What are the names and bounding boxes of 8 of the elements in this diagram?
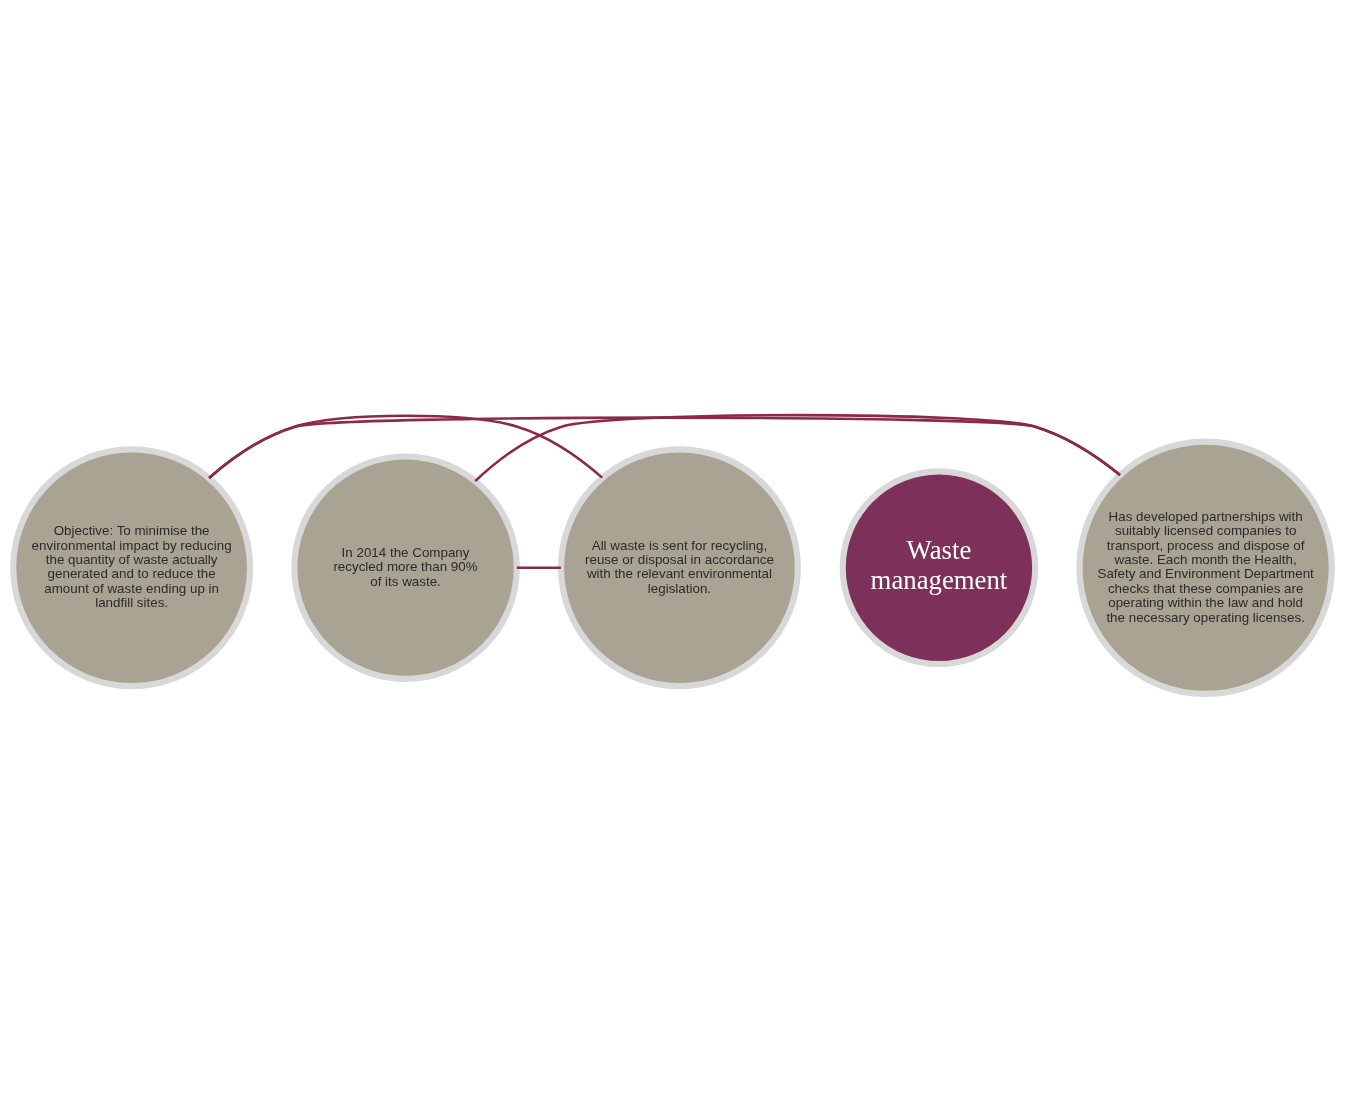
node-circle: Has developed partnerships with suitably licensed companies to transport, process and dispose of waste. Each month the Health, Safety and Environment Department checks that these companies are operating within the law and hold the necessary operating licenses. — [1076, 438, 1335, 697]
connector — [208, 414, 603, 479]
connector — [474, 413, 1121, 482]
node-circle: Waste management — [839, 468, 1039, 668]
node-circle: All waste is sent for recycling, reuse or disposal in accordance with the relevant environmental legislation. — [557, 446, 801, 690]
node-circle: Objective: To minimise the environmental impact by reducing the quantity of waste actually generated and to reduce the amount of waste ending up in landfill sites. — [10, 446, 254, 690]
node-circle: In 2014 the Company recycled more than 90% of its waste. — [291, 453, 520, 683]
connector — [516, 566, 561, 570]
